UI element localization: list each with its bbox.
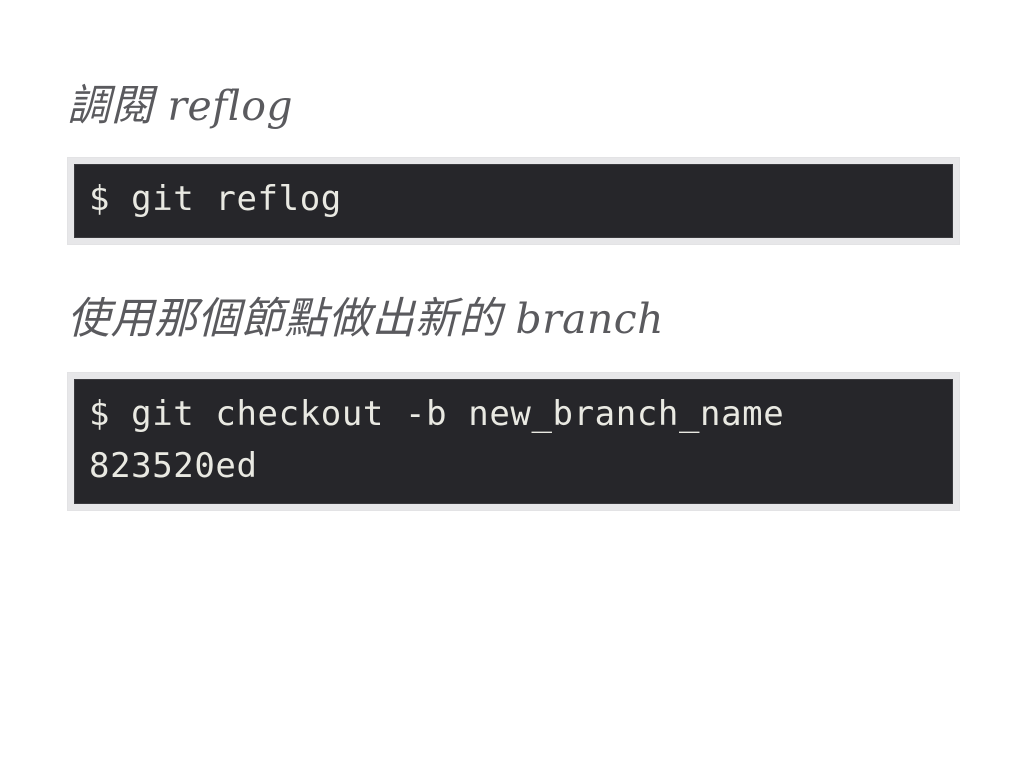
code-line-git-checkout: $ git checkout -b new_branch_name 823520… [89,394,806,486]
heading-new-branch-latin: branch [502,295,664,343]
heading-reflog-latin-text: reflog [167,82,294,130]
heading-reflog-cjk: 調閱 [67,81,154,131]
code-block-reflog: $ git reflog [67,157,960,245]
code-line-git-reflog: $ git reflog [89,179,342,219]
heading-reflog-latin: reflog [154,82,293,130]
heading-new-branch: 使用那個節點做出新的 branch [67,294,664,344]
code-block-reflog-inner: $ git reflog [74,164,953,238]
code-block-checkout-inner: $ git checkout -b new_branch_name 823520… [74,379,953,505]
heading-reflog: 調閱 reflog [67,81,293,131]
heading-new-branch-latin-text: branch [515,295,664,343]
heading-new-branch-cjk: 使用那個節點做出新的 [67,294,502,344]
code-block-checkout: $ git checkout -b new_branch_name 823520… [67,372,960,512]
